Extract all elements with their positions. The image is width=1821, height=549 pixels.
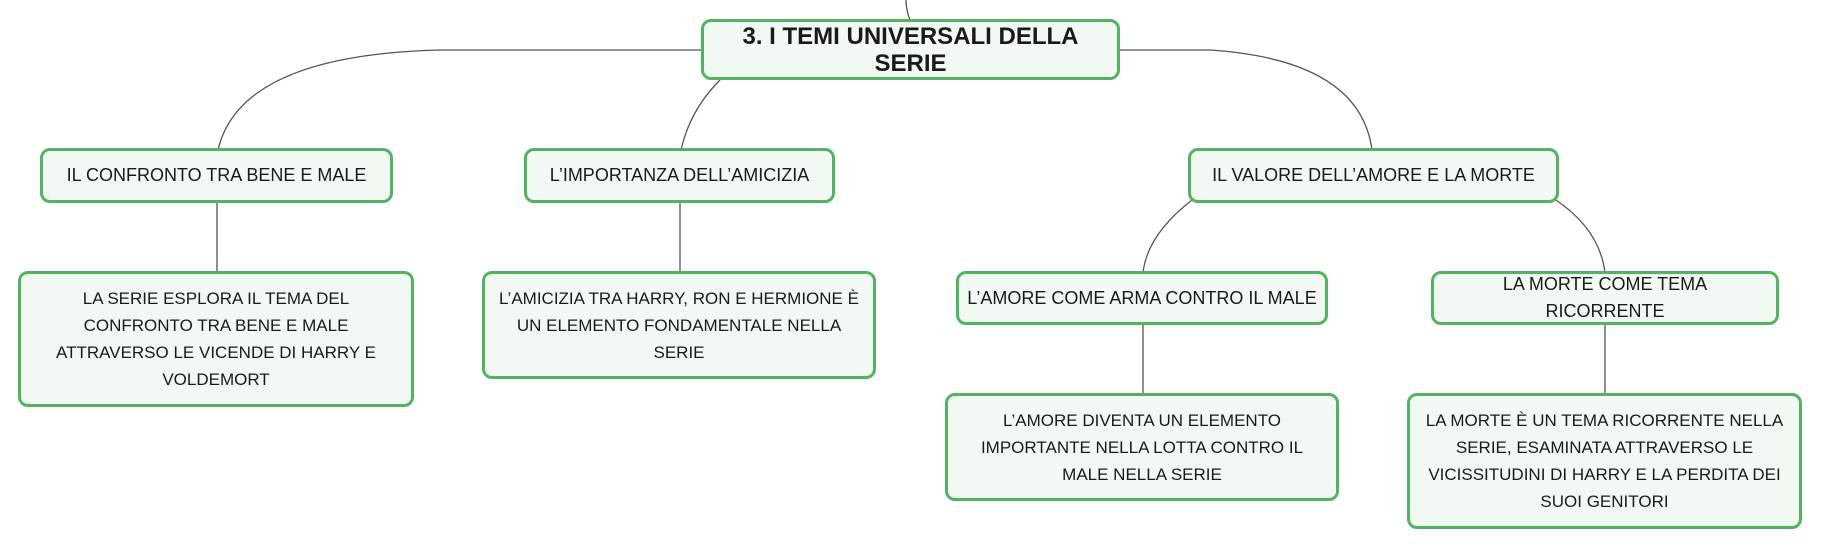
detail-amore-arma-text: L’AMORE DIVENTA UN ELEMENTO IMPORTANTE N… — [980, 410, 1304, 484]
connector-root-to-amicizia — [680, 79, 721, 151]
connector-to-parent — [905, 0, 911, 21]
connector-root-to-amore-morte — [1120, 49, 1373, 151]
topic-amore-morte[interactable]: IL VALORE DELL’AMORE E LA MORTE — [1188, 148, 1559, 203]
detail-amicizia[interactable]: L’AMICIZIA TRA HARRY, RON E HERMIONE È U… — [482, 271, 876, 379]
detail-morte-ricorrente-text: LA MORTE È UN TEMA RICORRENTE NELLA SERI… — [1425, 411, 1784, 511]
connector-amore-morte-to-amore — [1142, 199, 1193, 274]
topic-amicizia[interactable]: L’IMPORTANZA DELL’AMICIZIA — [524, 148, 835, 203]
root-topic[interactable]: 3. I TEMI UNIVERSALI DELLA SERIE — [701, 19, 1120, 80]
detail-morte-ricorrente[interactable]: LA MORTE È UN TEMA RICORRENTE NELLA SERI… — [1407, 393, 1802, 529]
connector-amore-morte-to-morte — [1555, 199, 1606, 274]
topic-amore-arma[interactable]: L’AMORE COME ARMA CONTRO IL MALE — [956, 271, 1328, 325]
topic-bene-male[interactable]: IL CONFRONTO TRA BENE E MALE — [40, 148, 393, 203]
detail-bene-male[interactable]: LA SERIE ESPLORA IL TEMA DEL CONFRONTO T… — [18, 271, 414, 407]
detail-bene-male-text: LA SERIE ESPLORA IL TEMA DEL CONFRONTO T… — [56, 289, 376, 389]
topic-amore-arma-label: L’AMORE COME ARMA CONTRO IL MALE — [967, 287, 1317, 308]
topic-bene-male-label: IL CONFRONTO TRA BENE E MALE — [66, 165, 367, 185]
topic-amore-morte-label: IL VALORE DELL’AMORE E LA MORTE — [1212, 165, 1535, 185]
root-topic-label: 3. I TEMI UNIVERSALI DELLA SERIE — [742, 22, 1079, 77]
connector-root-to-bene-male — [217, 49, 703, 151]
detail-amicizia-text: L’AMICIZIA TRA HARRY, RON E HERMIONE È U… — [499, 288, 859, 362]
topic-morte-ricorrente[interactable]: LA MORTE COME TEMA RICORRENTE — [1431, 271, 1779, 325]
detail-amore-arma[interactable]: L’AMORE DIVENTA UN ELEMENTO IMPORTANTE N… — [945, 393, 1339, 501]
topic-morte-ricorrente-label: LA MORTE COME TEMA RICORRENTE — [1502, 274, 1708, 321]
topic-amicizia-label: L’IMPORTANZA DELL’AMICIZIA — [549, 165, 810, 185]
